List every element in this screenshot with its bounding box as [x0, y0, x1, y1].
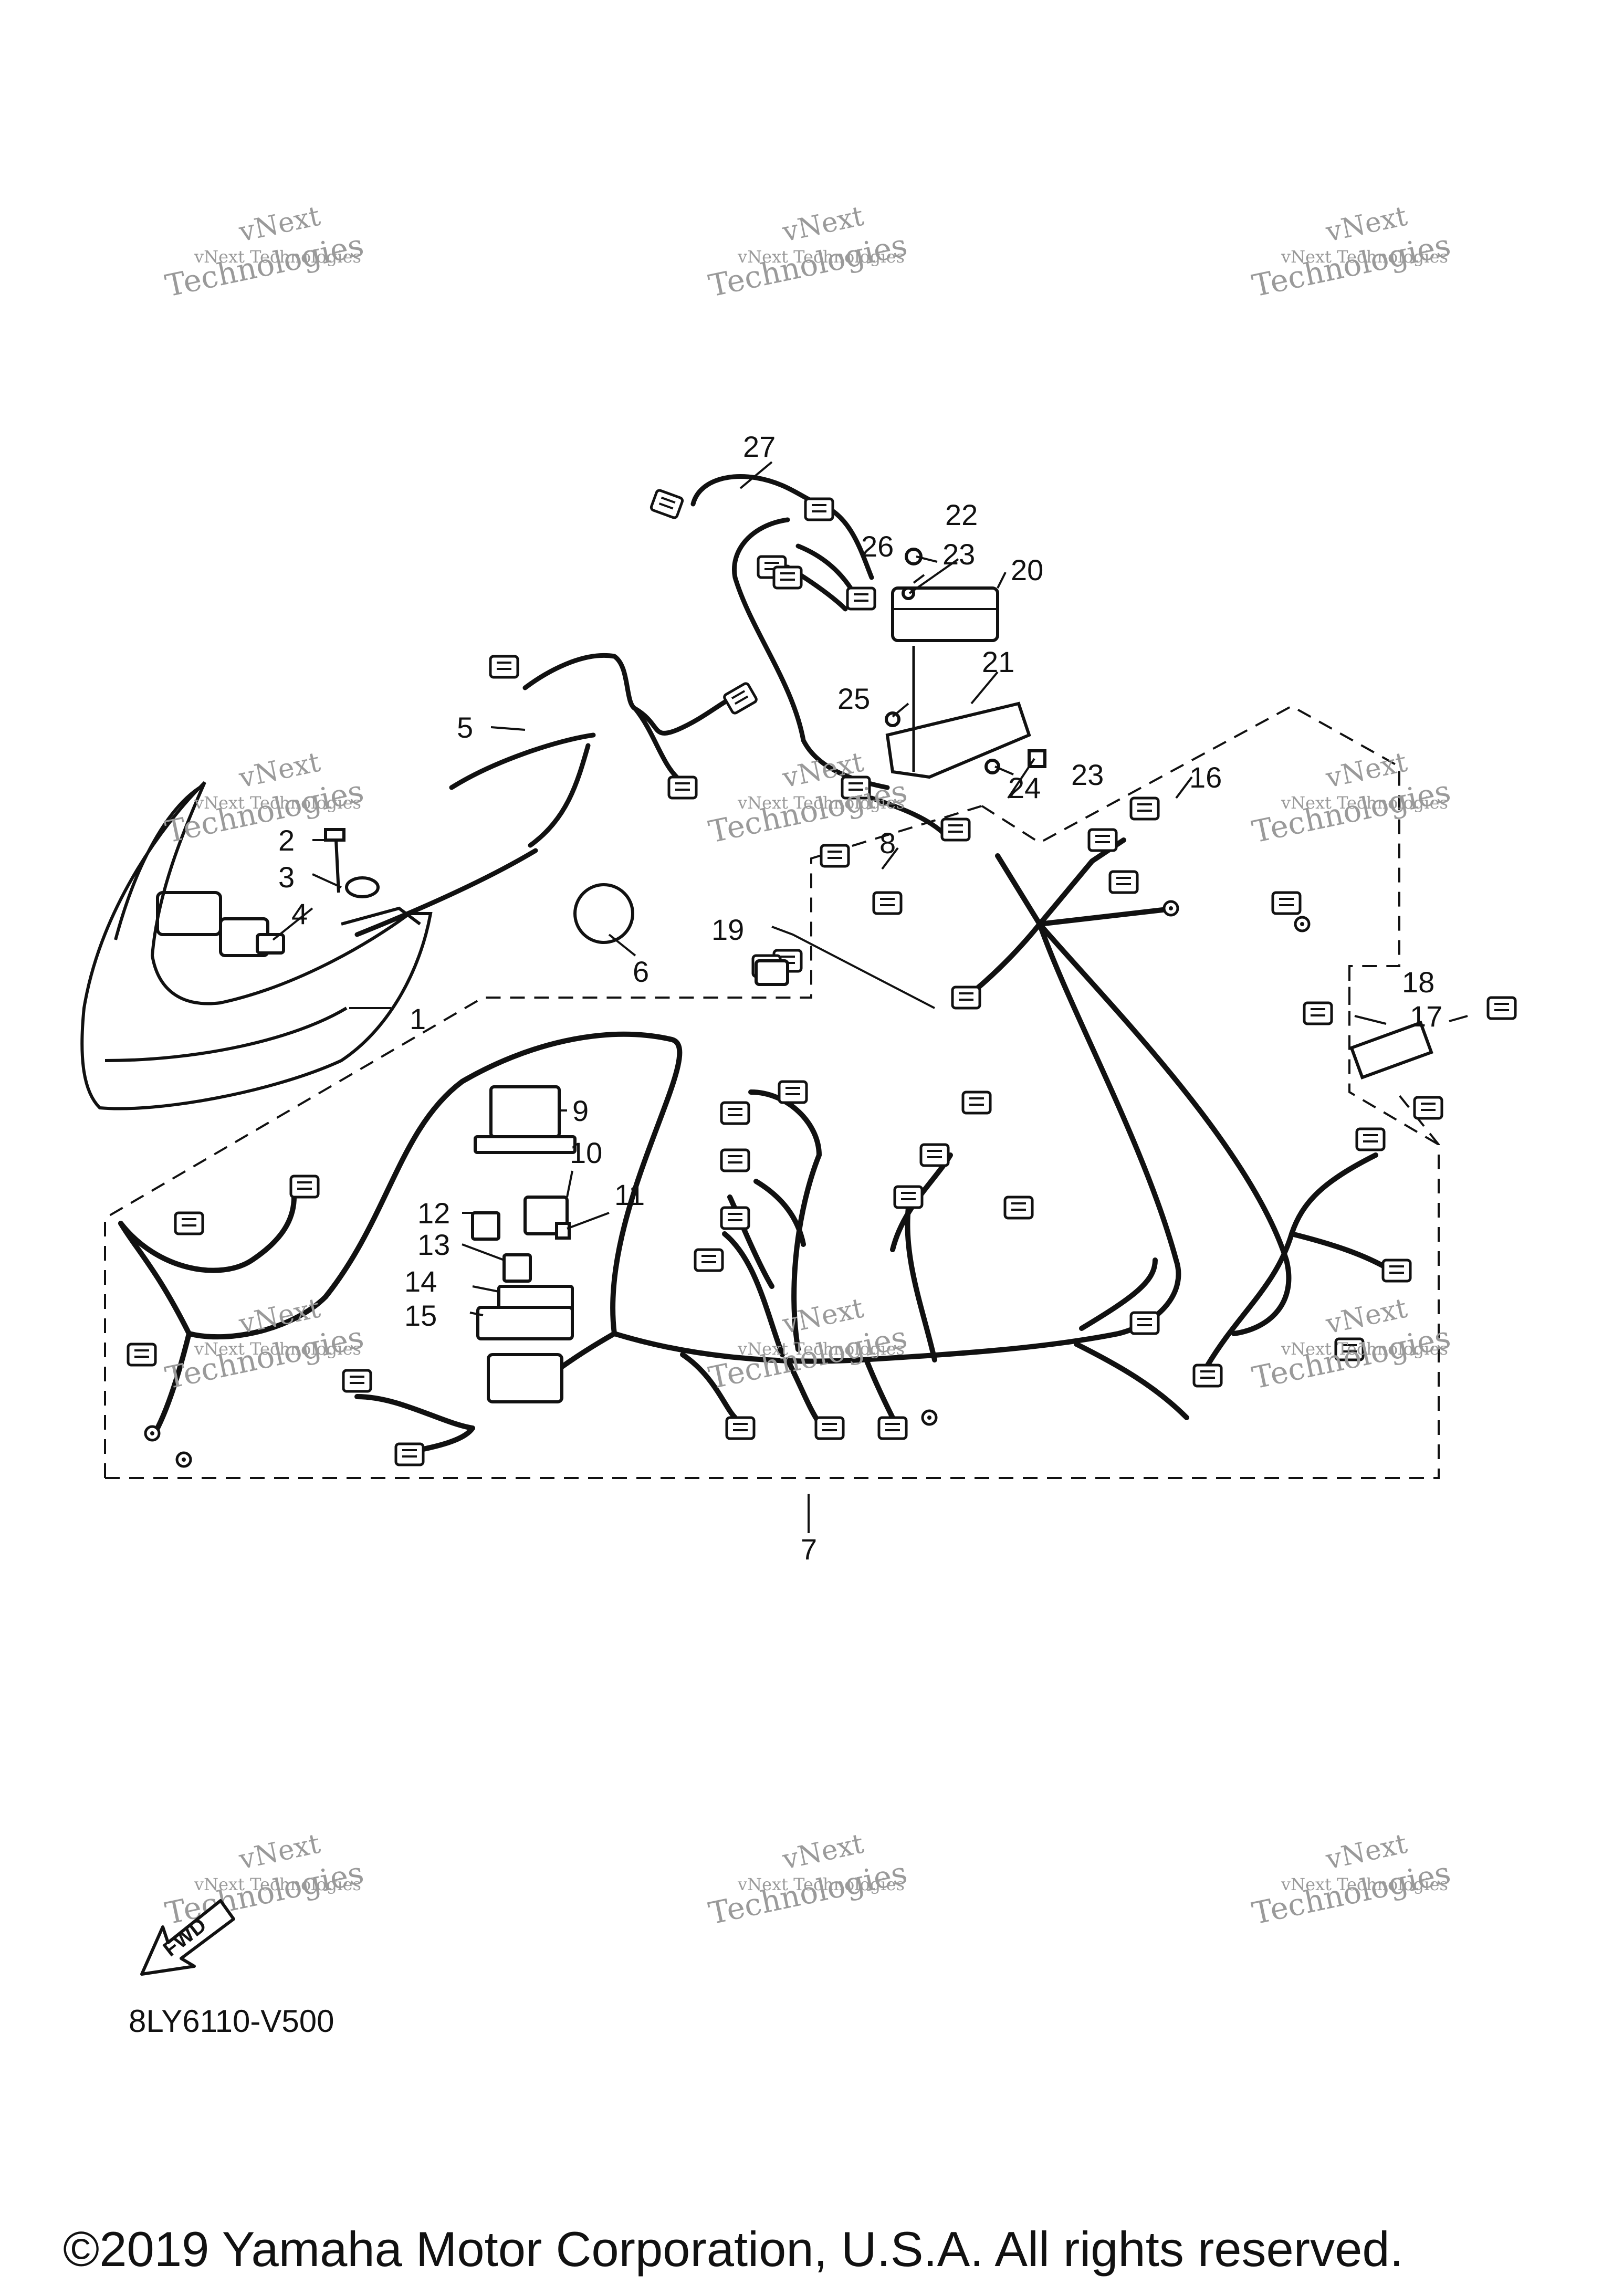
leader-lines [272, 461, 1468, 1533]
callout-27: 27 [743, 430, 776, 463]
callout-4: 4 [291, 897, 308, 930]
watermark-text: vNext Technologies [1281, 247, 1448, 267]
callout-12: 12 [417, 1197, 450, 1230]
callout-9: 9 [572, 1094, 589, 1127]
callout-14: 14 [404, 1265, 437, 1298]
callout-22: 22 [945, 498, 978, 531]
copyright-notice: ©2019 Yamaha Motor Corporation, U.S.A. A… [63, 2221, 1403, 2277]
watermark-text: vNext Technologies [194, 1339, 361, 1359]
sub-harnesses [354, 474, 948, 937]
callout-7: 7 [801, 1533, 817, 1566]
sheet-code: 8LY6110-V500 [129, 2004, 334, 2039]
headlight-housing [80, 781, 433, 1110]
callout-5: 5 [457, 711, 473, 744]
fwd-arrow-icon: FWD [140, 1899, 235, 1976]
callout-15: 15 [404, 1299, 437, 1332]
watermark-text: vNext Technologies [737, 793, 905, 813]
callout-1: 1 [410, 1002, 426, 1035]
watermark-text: vNext Technologies [1281, 1339, 1448, 1359]
callout-18: 18 [1402, 966, 1434, 999]
callout-25: 25 [837, 682, 870, 715]
callout-10: 10 [570, 1136, 602, 1169]
callout-17: 17 [1410, 1000, 1442, 1033]
callout-13: 13 [417, 1228, 450, 1261]
callout-24: 24 [1008, 771, 1041, 804]
watermark-text: vNext Technologies [1281, 793, 1448, 813]
watermark-text: vNext Technologies [1281, 1874, 1448, 1894]
callout-21: 21 [982, 645, 1014, 678]
callout-23-lower: 23 [1071, 758, 1104, 791]
watermark-text: vNext Technologies [194, 1874, 361, 1894]
callout-26: 26 [861, 530, 894, 563]
callout-19: 19 [711, 913, 744, 946]
watermarks: vNext Technologies vNext Technologies vN… [162, 201, 1454, 1932]
watermark-text: vNext Technologies [737, 1874, 905, 1894]
callout-3: 3 [278, 861, 295, 894]
watermark-text: vNext Technologies [194, 247, 361, 267]
callout-8: 8 [879, 826, 896, 859]
callout-2: 2 [278, 824, 295, 857]
electrical-components [256, 548, 1433, 1403]
callout-11: 11 [614, 1178, 645, 1211]
watermark-text: vNext Technologies [737, 247, 905, 267]
callout-6: 6 [633, 955, 649, 988]
callout-labels: 1 2 3 4 5 6 7 8 9 10 11 12 13 14 15 16 1… [278, 430, 1442, 1566]
watermark-text: vNext Technologies [737, 1339, 905, 1359]
callout-23-upper: 23 [942, 538, 975, 571]
callout-16: 16 [1189, 761, 1222, 794]
watermark-text: vNext Technologies [194, 793, 361, 813]
callout-20: 20 [1011, 553, 1043, 586]
